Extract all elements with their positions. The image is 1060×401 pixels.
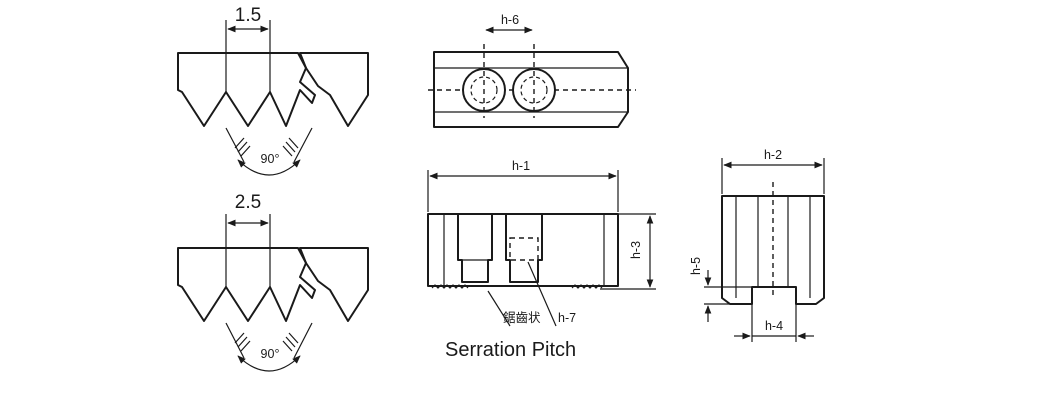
bolt-hole-left-inner — [470, 76, 498, 104]
hatch-mark-right-2 — [282, 332, 299, 352]
h2-label: h-2 — [764, 148, 782, 162]
angle-label-2: 90° — [261, 347, 280, 361]
angle-arc-2 — [237, 355, 301, 372]
hidden-hole-outline — [509, 237, 539, 261]
counterbore-hole-right — [505, 213, 543, 283]
h1-label: h-1 — [512, 159, 530, 173]
h5-label: h-5 — [689, 257, 703, 275]
angle-arc — [237, 159, 301, 176]
counterbore-hole-left — [457, 213, 493, 283]
pitch-label: 1.5 — [235, 5, 261, 26]
angle-leg-right — [293, 127, 313, 163]
angle-leg-right-2 — [293, 322, 313, 359]
h6-label: h-6 — [501, 13, 519, 27]
angle-label: 90° — [261, 152, 280, 166]
h4-label: h-4 — [765, 319, 783, 333]
angle-leg-left-2 — [225, 322, 245, 359]
serration-profile-left-2 — [177, 247, 316, 322]
side-view: h-2 h-4 h-5 — [689, 148, 825, 342]
serration-label: 鋸齒状 — [503, 310, 541, 325]
serration-teeth-right — [571, 284, 603, 289]
serration-pitch-caption: Serration Pitch — [445, 339, 576, 361]
pitch-view-2: 2.5 90° — [177, 192, 369, 372]
bolt-hole-right-inner — [520, 76, 548, 104]
hatch-mark-left — [234, 137, 251, 157]
serration-profile-right-2 — [299, 247, 369, 322]
hatch-mark-left-2 — [234, 332, 251, 352]
front-view: h-1 h-3 鋸齒状 h-7 Serration Pitch — [427, 159, 656, 361]
serration-profile-right — [299, 52, 369, 127]
hatch-mark-right — [282, 137, 299, 157]
serration-teeth-left — [431, 284, 469, 289]
serration-leader-line — [487, 290, 511, 327]
h7-label: h-7 — [558, 311, 576, 325]
h7-leader-line — [527, 261, 557, 327]
angle-leg-left — [225, 127, 245, 163]
top-view: h-6 — [428, 13, 636, 128]
side-view-body — [721, 195, 825, 305]
front-view-body — [427, 213, 619, 287]
serration-profile-left — [177, 52, 316, 127]
pitch-label-2: 2.5 — [235, 192, 261, 213]
h3-label: h-3 — [629, 241, 643, 259]
pitch-view-1: 1.5 90° — [177, 5, 369, 176]
